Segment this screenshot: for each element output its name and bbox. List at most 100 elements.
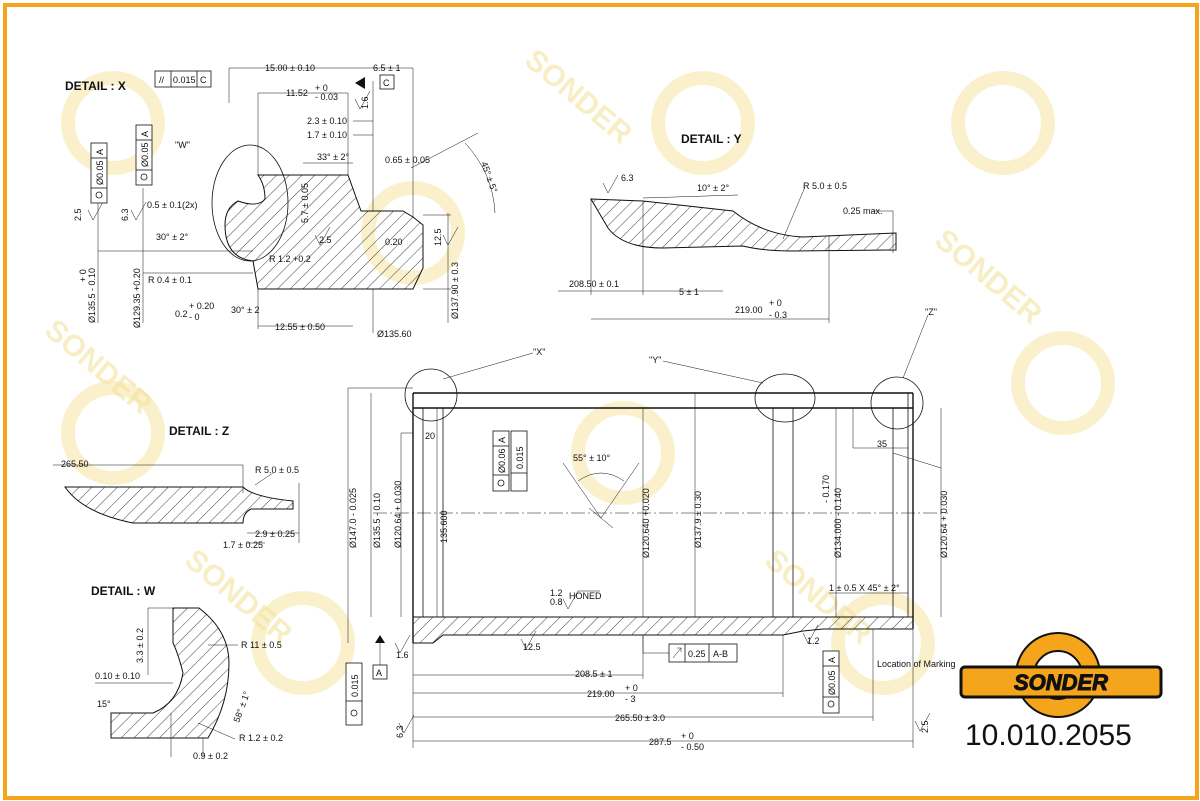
sonder-logo: SONDER	[959, 632, 1163, 718]
section-z	[64, 486, 294, 524]
part-number: 10.010.2055	[965, 719, 1132, 752]
detail-z-circle	[870, 376, 924, 430]
frame-main-1-ref: A	[497, 437, 507, 443]
technical-drawing: SONDER SONDER SONDER SONDER SONDER DETAI…	[39, 43, 1163, 761]
dim-x-3-up: + 0	[315, 83, 328, 93]
len-3: 265.50 ± 3.0	[615, 713, 665, 723]
dim-dia1379: Ø137.9 ± 0.30	[693, 491, 703, 548]
main-section	[412, 616, 914, 644]
len-4-up: + 0	[681, 731, 694, 741]
detail-w-title: DETAIL : W	[91, 584, 156, 598]
dim-y-max: 0.25 max.	[843, 206, 883, 216]
dim-x-1: 15.00 ± 0.10	[265, 63, 315, 73]
dim-35: 35	[877, 439, 887, 449]
detail-y: DETAIL : Y 6.3 10° ± 2° R 5.0 ± 0.5 0.25…	[558, 132, 897, 323]
rough-x-3: 1.6	[360, 96, 370, 109]
detail-y-circle	[754, 373, 816, 423]
dim-dia134: Ø134.000 - 0.140	[833, 488, 843, 558]
dim-angle: 55° ± 10°	[573, 453, 611, 463]
callout-z: "Z"	[925, 307, 937, 317]
callout-y: "Y"	[649, 355, 661, 365]
frame-x2-val: Ø0.05	[95, 160, 105, 185]
rough-08: 0.8	[550, 597, 563, 607]
dim-x-4: 2.3 ± 0.10	[307, 116, 347, 126]
dim-x-14-up: + 0.20	[189, 301, 214, 311]
frame-symbol: //	[159, 75, 165, 85]
frame-runout-val: 0.25	[688, 649, 706, 659]
len-1: 208.5 ± 1	[575, 669, 612, 679]
dim-w-f: R 1.2 ± 0.2	[239, 733, 283, 743]
detail-z-title: DETAIL : Z	[169, 424, 229, 438]
rough-x-1: 2.5	[73, 208, 83, 221]
frame-x2-ref: A	[95, 149, 105, 155]
dim-y-l1: 208.50 ± 0.1	[569, 279, 619, 289]
frame-main-4-ref: A	[827, 657, 837, 663]
frame-x3-ref: A	[140, 131, 150, 137]
dim-y-l3-up: + 0	[769, 298, 782, 308]
rough-25: 2.5	[920, 720, 930, 733]
dim-z-rad: R 5.0 ± 0.5	[255, 465, 299, 475]
dim-w-c: 0.10 ± 0.10	[95, 671, 140, 681]
frame-x3-val: Ø0.05	[140, 142, 150, 167]
frame-main-4	[822, 650, 840, 714]
dim-x-6: 33° ± 2°	[317, 152, 350, 162]
watermark-text: SONDER	[39, 313, 159, 421]
dim-dia1356: 135.600	[439, 510, 449, 543]
rough-12: 1.2	[550, 588, 563, 598]
section-y	[590, 198, 897, 252]
dim-y-l3-lo: - 0.3	[769, 310, 787, 320]
rough-x-4: 2.5	[319, 235, 332, 245]
len-4-lo: - 0.50	[681, 742, 704, 752]
detail-y-title: DETAIL : Y	[681, 132, 742, 146]
dim-w-e: 58° ± 1°	[231, 690, 252, 724]
dim-x-16: 12.55 ± 0.50	[275, 322, 325, 332]
dim-x-2: 6.5 ± 1	[373, 63, 400, 73]
callout-x: "X"	[533, 347, 545, 357]
detail-x: DETAIL : X "W" 15.00 ± 0.10 6.5 ± 1 11.5…	[65, 63, 500, 339]
dim-x-20: Ø135.5 - 0.10	[87, 268, 97, 323]
dim-x-10: 0.5 ± 0.1(2x)	[147, 200, 197, 210]
main-view: "X" "Y" "Z" 55° ± 10° Ø147.0 - 0.025 Ø13…	[345, 307, 956, 752]
detail-w-circle	[211, 144, 289, 262]
dim-y-l2: 5 ± 1	[679, 287, 699, 297]
dim-x-14: 0.2	[175, 309, 188, 319]
rough-16: 1.6	[396, 650, 409, 660]
len-2-up: + 0	[625, 683, 638, 693]
len-4: 287.5	[649, 737, 672, 747]
rough-125: 12.5	[523, 642, 541, 652]
honed-label: HONED	[569, 591, 602, 601]
section-x	[224, 174, 424, 290]
dim-20: 20	[425, 431, 435, 441]
dim-dia12064b: Ø120.64 + 0.030	[939, 491, 949, 558]
len-2: 219.00	[587, 689, 615, 699]
frame-main-2	[510, 430, 528, 492]
detail-w: DETAIL : W 3.3 ± 0.2 R 11 ± 0.5 0.10 ± 0…	[91, 584, 283, 761]
dim-x-7: 0.65 ± 0.05	[385, 155, 430, 165]
detail-x-circle	[404, 368, 458, 422]
rough-x-5: 12.5	[433, 228, 443, 246]
dim-dia134b: - 0.170	[821, 475, 831, 503]
dim-x-20-up: + 0	[78, 269, 88, 282]
dim-x-11: 30° ± 2°	[156, 232, 189, 242]
dim-x-5: 1.7 ± 0.10	[307, 130, 347, 140]
dim-x-15: 30° ± 2	[231, 305, 260, 315]
dim-z-l3: 1.7 ± 0.25	[223, 540, 263, 550]
datum-a-label: A	[376, 668, 382, 678]
dim-dia147: Ø147.0 - 0.025	[348, 488, 358, 548]
dim-w-g: 0.9 ± 0.2	[193, 751, 228, 761]
frame-main-3	[345, 662, 363, 726]
dim-dia12064a: Ø120.64 + 0.030	[393, 481, 403, 548]
section-w	[110, 607, 230, 739]
frame-main-1-val: Ø0.06	[497, 448, 507, 473]
drawing-frame: SONDER SONDER SONDER SONDER SONDER DETAI…	[3, 3, 1199, 800]
dim-x-8: 45° ± 5°	[479, 160, 500, 194]
dim-chamfer: 1 ± 0.5 X 45° ± 2°	[829, 583, 900, 593]
dim-y-l3: 219.00	[735, 305, 763, 315]
dim-x-3-lo: - 0.03	[315, 92, 338, 102]
dim-w-d: 15°	[97, 699, 111, 709]
logo-text: SONDER	[1014, 670, 1108, 695]
dim-x-18: 0.20	[385, 237, 403, 247]
callout-w: "W"	[175, 140, 190, 150]
frame-main-3-val: 0.015	[350, 674, 360, 697]
rough-x-2: 6.3	[120, 208, 130, 221]
